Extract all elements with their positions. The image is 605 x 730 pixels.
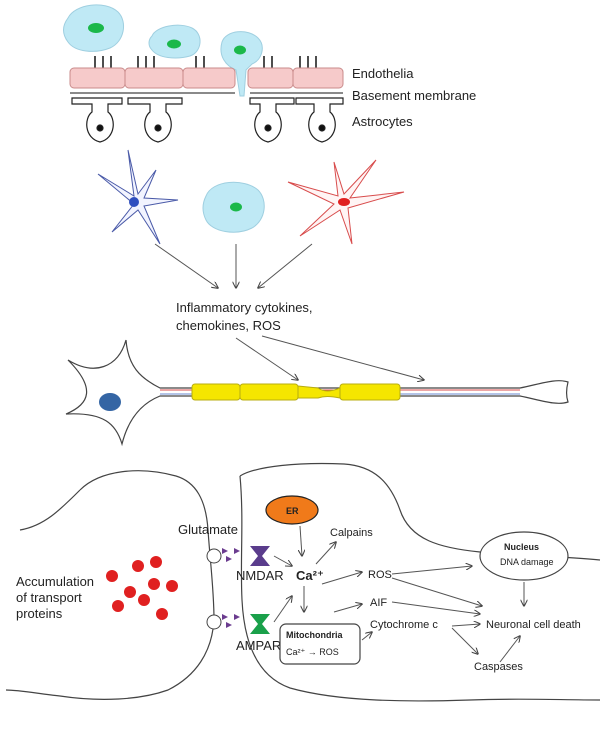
label-aif: AIF (370, 597, 387, 609)
label-basement-membrane: Basement membrane (352, 88, 476, 103)
label-calcium: Ca²⁺ (296, 568, 324, 583)
arrows-to-axon (235, 335, 424, 380)
label-nmdar: NMDAR (236, 568, 284, 583)
pathway-arrows (273, 525, 524, 663)
label-cytochrome-c: Cytochrome c (370, 619, 438, 631)
transport-proteins (106, 556, 178, 620)
nucleus-oval: Nucleus DNA damage (479, 531, 569, 581)
myelin-sheath (191, 383, 401, 401)
neuron-nucleus (99, 393, 121, 411)
arrows-to-cytokines (154, 243, 313, 288)
label-accumulation-2: of transport (16, 590, 82, 605)
label-neuronal-cell-death: Neuronal cell death (486, 619, 581, 631)
transmigrating-cell (220, 31, 263, 97)
glutamate-release (206, 548, 240, 630)
ampar-receptor (250, 614, 270, 634)
astrocyte-endfeet (71, 97, 344, 143)
label-astrocytes: Astrocytes (352, 114, 413, 129)
label-glutamate: Glutamate (178, 522, 238, 537)
label-inflammatory-2: chemokines, ROS (176, 318, 281, 333)
endothelium (69, 67, 344, 89)
label-accumulation-1: Accumulation (16, 574, 94, 589)
neuron (65, 339, 569, 447)
blood-brain-barrier: Endothelia Basement membrane Astrocytes (63, 4, 476, 143)
astrocyte-red (287, 159, 405, 245)
label-accumulation-3: proteins (16, 606, 63, 621)
label-caspases: Caspases (474, 661, 523, 673)
astrocyte-blue (97, 149, 179, 245)
adhesion-molecules (94, 56, 317, 68)
label-calpains: Calpains (330, 527, 373, 539)
label-mito-ca-ros: Ca²⁺ → ROS (286, 647, 339, 657)
label-dna-damage: DNA damage (500, 557, 554, 567)
label-endothelia: Endothelia (352, 66, 414, 81)
label-inflammatory-1: Inflammatory cytokines, (176, 300, 313, 315)
label-nucleus: Nucleus (504, 542, 539, 552)
label-ampar: AMPAR (236, 638, 281, 653)
mitochondria-box: Mitochondria Ca²⁺ → ROS (279, 623, 361, 665)
endoplasmic-reticulum: ER (265, 495, 319, 525)
glial-cells (97, 149, 405, 245)
nmdar-receptor (250, 546, 270, 566)
label-er: ER (286, 506, 299, 516)
label-mitochondria: Mitochondria (286, 630, 343, 640)
immune-cell (148, 24, 201, 59)
label-ros: ROS (368, 569, 392, 581)
immune-cell (63, 4, 125, 52)
microglia (202, 181, 265, 233)
